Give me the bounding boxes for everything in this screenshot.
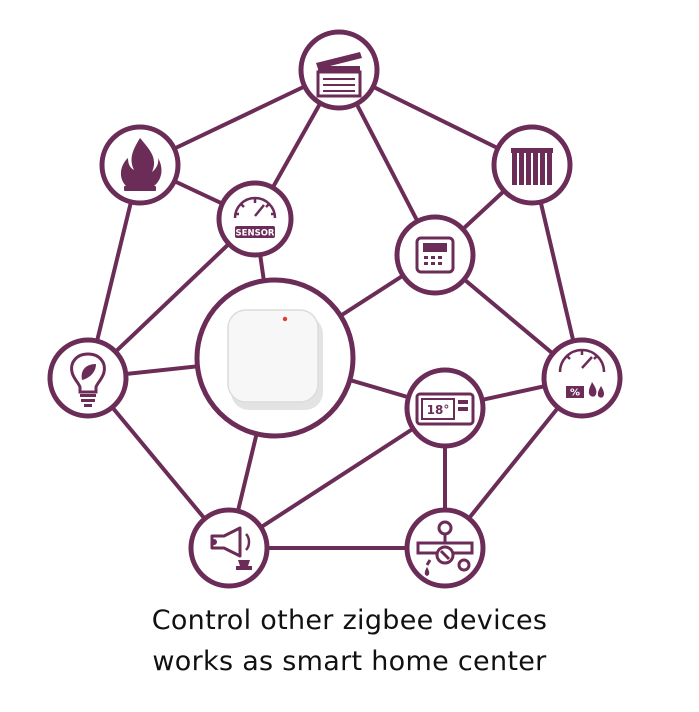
clapperboard-icon bbox=[316, 52, 362, 98]
sensor-label-box bbox=[235, 226, 275, 238]
humidity-label-box bbox=[566, 386, 584, 398]
humidity-label: % bbox=[570, 388, 580, 399]
caption-line-2: works as smart home center bbox=[152, 646, 547, 677]
status-led-icon bbox=[282, 316, 288, 322]
water-drop-small-icon bbox=[597, 386, 605, 398]
thermostat-temperature: 18° bbox=[427, 403, 450, 417]
thermostat-node: 18° bbox=[404, 367, 486, 449]
light-bulb-icon bbox=[70, 352, 106, 407]
humidity-gauge-icon bbox=[558, 348, 606, 373]
siren-icon bbox=[210, 526, 252, 570]
keypad-icon bbox=[415, 236, 455, 274]
hub-node bbox=[194, 277, 356, 439]
thermostat-icon bbox=[415, 392, 475, 426]
siren-node bbox=[188, 507, 270, 589]
water-valve-icon bbox=[416, 520, 474, 572]
keypad-node bbox=[394, 214, 476, 296]
fire-alarm-node bbox=[99, 124, 181, 206]
caption-line-1: Control other zigbee devices bbox=[151, 605, 548, 636]
gauge-icon bbox=[233, 196, 277, 219]
water-drop-icon bbox=[588, 382, 597, 397]
scene-node bbox=[298, 29, 380, 111]
humidity-node: % bbox=[541, 337, 623, 419]
sensor-label: SENSOR bbox=[236, 229, 275, 239]
curtain-node bbox=[491, 124, 573, 206]
lighting-node bbox=[47, 337, 129, 419]
gateway-device-icon bbox=[227, 309, 323, 410]
valve-drop-icon bbox=[424, 567, 430, 576]
valve-node bbox=[404, 507, 486, 589]
flame-icon bbox=[120, 138, 162, 191]
sensor-node: SENSOR bbox=[216, 180, 294, 258]
curtain-icon bbox=[511, 148, 553, 185]
